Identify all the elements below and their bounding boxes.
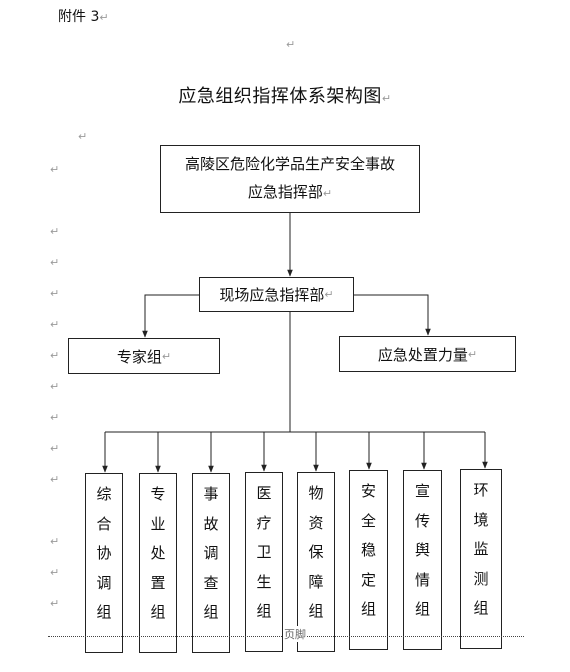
paragraph-mark: ↵ xyxy=(50,535,60,548)
paragraph-mark: ↵ xyxy=(50,225,60,238)
group-label: 物资保障组 xyxy=(308,484,324,620)
group-node-7: 宣传舆情组 xyxy=(403,470,442,650)
group-label: 专业处置组 xyxy=(150,485,166,621)
paragraph-mark: ↵ xyxy=(286,38,296,51)
group-node-2: 专业处置组 xyxy=(139,473,177,653)
arrow-field-to-force xyxy=(354,294,431,336)
command-headquarters-node: 高陵区危险化学品生产安全事故 应急指挥部↵ xyxy=(160,145,420,213)
group-node-1: 综合协调组 xyxy=(85,473,123,653)
field-command-node: 现场应急指挥部↵ xyxy=(199,277,354,312)
diagram-title: 应急组织指挥体系架构图↵ xyxy=(178,86,392,107)
paragraph-mark: ↵ xyxy=(50,566,60,579)
group-label: 环境监测组 xyxy=(473,481,489,617)
paragraph-mark: ↵ xyxy=(50,411,60,424)
group-label: 宣传舆情组 xyxy=(414,482,430,618)
paragraph-mark: ↵ xyxy=(50,318,60,331)
command-headquarters-line2: 应急指挥部↵ xyxy=(247,183,333,201)
paragraph-mark: ↵ xyxy=(50,597,60,610)
annex-label: 附件 3↵ xyxy=(58,9,109,25)
paragraph-mark: ↵ xyxy=(50,442,60,455)
group-node-4: 医疗卫生组 xyxy=(245,472,283,652)
paragraph-mark: ↵ xyxy=(50,256,60,269)
group-node-5: 物资保障组 xyxy=(297,472,335,652)
group-label: 医疗卫生组 xyxy=(256,484,272,620)
paragraph-mark: ↵ xyxy=(50,287,60,300)
expert-group-node: 专家组↵ xyxy=(68,338,220,374)
group-node-8: 环境监测组 xyxy=(460,469,502,649)
group-label: 事故调查组 xyxy=(203,485,219,621)
group-node-3: 事故调查组 xyxy=(192,473,230,653)
command-headquarters-line1: 高陵区危险化学品生产安全事故 xyxy=(184,155,395,173)
footer-label: 页脚 xyxy=(283,626,307,642)
group-label: 综合协调组 xyxy=(96,485,112,621)
group-label: 安全稳定组 xyxy=(360,482,376,618)
paragraph-mark: ↵ xyxy=(50,349,60,362)
paragraph-mark: ↵ xyxy=(50,380,60,393)
group-node-6: 安全稳定组 xyxy=(349,470,388,650)
paragraph-mark: ↵ xyxy=(78,130,88,143)
paragraph-mark: ↵ xyxy=(50,163,60,176)
arrow-field-to-expert xyxy=(142,294,199,338)
paragraph-mark: ↵ xyxy=(50,473,60,486)
response-force-node: 应急处置力量↵ xyxy=(339,336,516,372)
